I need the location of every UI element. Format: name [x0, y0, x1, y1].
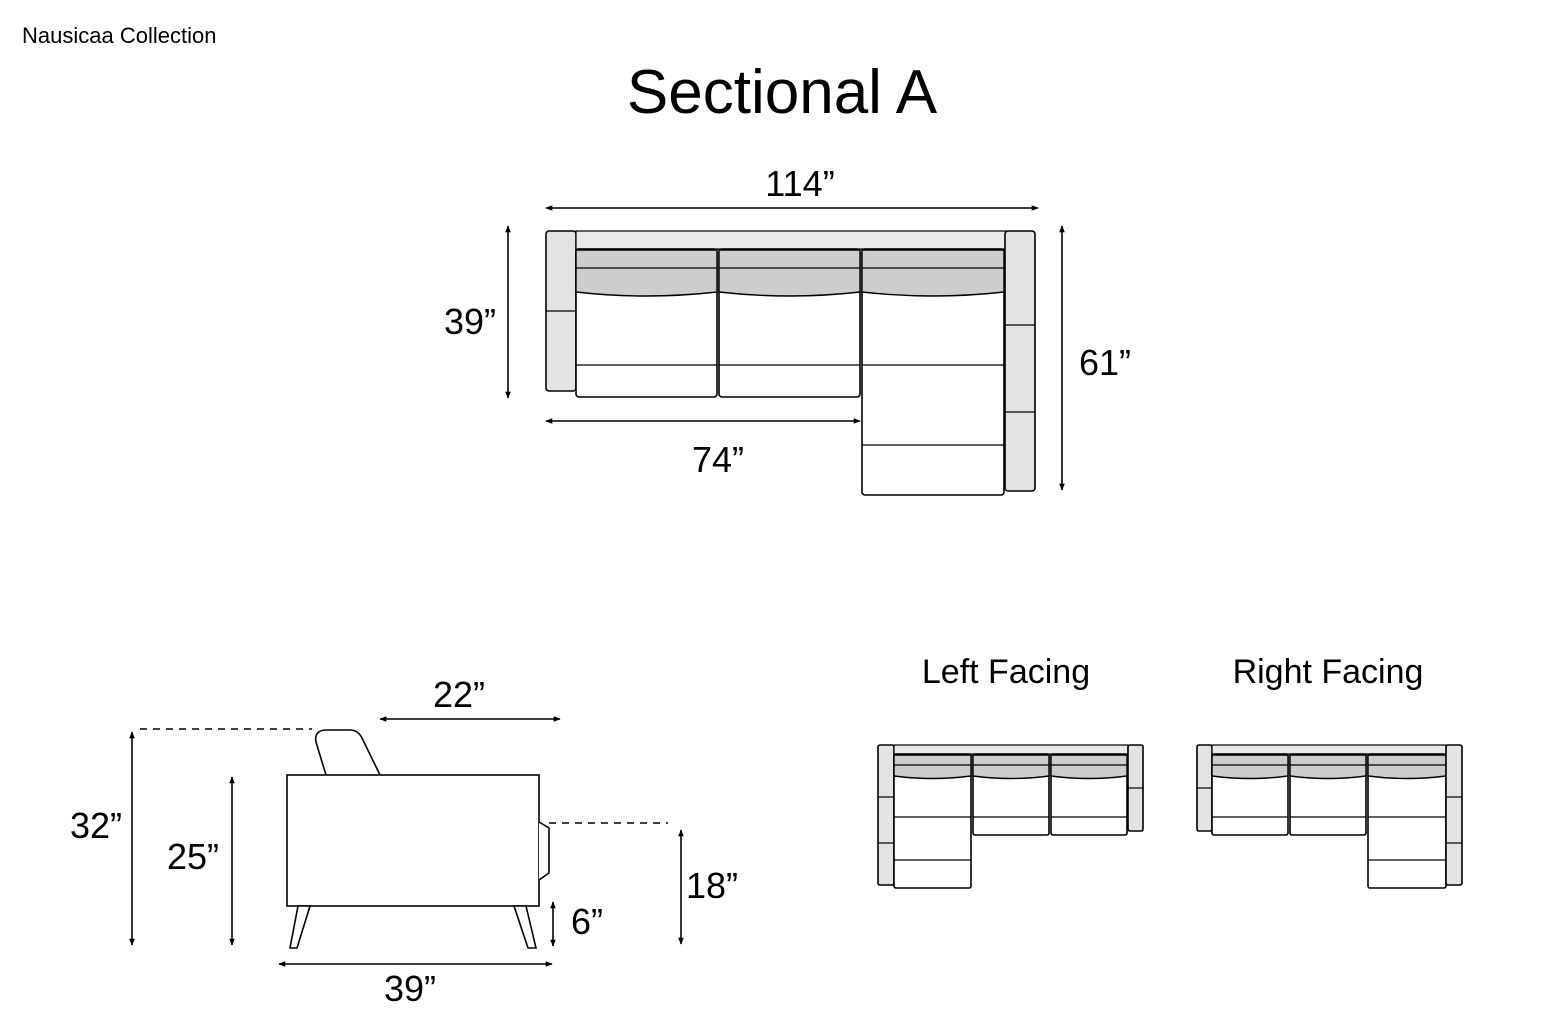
right-facing-sectional: [1196, 744, 1463, 889]
seat-depth-label: 22”: [433, 674, 485, 715]
side-view-dimensions: [129, 716, 684, 967]
sofa-depth-label: 39”: [444, 301, 496, 342]
left-facing-label: Left Facing: [922, 653, 1090, 691]
sofa-side-view: [286, 729, 550, 949]
left-facing-sectional: [877, 744, 1144, 889]
overall-width-label: 114”: [765, 163, 834, 204]
top-view-dimensions: [505, 205, 1065, 491]
page-title: Sectional A: [627, 58, 938, 127]
arm-height-label: 25”: [167, 836, 219, 877]
right-facing-label: Right Facing: [1233, 653, 1424, 691]
sofa-width-label: 74”: [692, 439, 744, 480]
side-depth-label: 39”: [384, 968, 436, 1009]
seat-height-label: 18”: [686, 865, 738, 906]
overall-depth-label: 61”: [1079, 342, 1131, 383]
sectional-top-view: [545, 230, 1036, 496]
total-height-label: 32”: [70, 805, 122, 846]
leg-height-label: 6”: [571, 901, 603, 942]
collection-name: Nausicaa Collection: [22, 23, 216, 48]
